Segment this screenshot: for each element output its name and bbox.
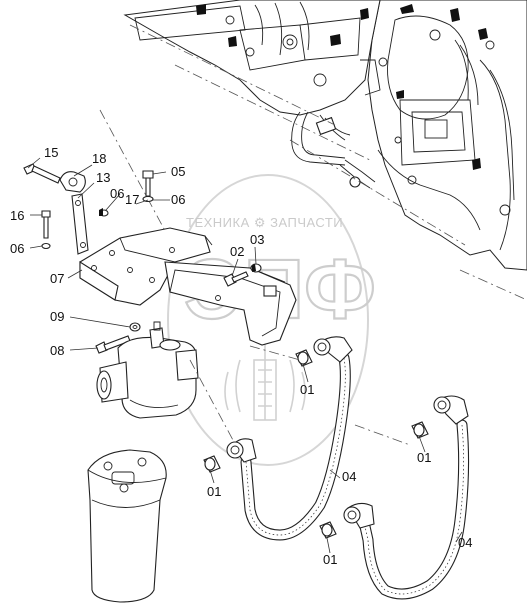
- bolt-08: [95, 335, 131, 354]
- adapter-01-d: [319, 521, 337, 539]
- callout-06-b: 06: [171, 192, 185, 207]
- nut-06-upper: [99, 208, 109, 217]
- bracket-assembly: [23, 163, 297, 354]
- filter-assembly: [87, 321, 199, 603]
- callout-09: 09: [50, 309, 64, 324]
- callout-01-d: 01: [323, 552, 337, 567]
- washer-09: [129, 322, 141, 332]
- callout-15: 15: [44, 145, 58, 160]
- nut-03: [250, 263, 262, 273]
- hose-04-right: [343, 395, 470, 600]
- bolt-05: [142, 170, 154, 197]
- callout-02: 02: [230, 244, 244, 259]
- callout-18: 18: [92, 151, 106, 166]
- watermark-brand-text: ТЕХНИКА ⚙ ЗАПЧАСТИ: [186, 215, 343, 230]
- callout-01-a: 01: [300, 382, 314, 397]
- adapter-01-b: [203, 455, 221, 473]
- adapter-01-c: [411, 421, 429, 439]
- bolt-02: [223, 271, 249, 287]
- washer-06-left: [41, 242, 51, 250]
- callout-06-a: 06: [110, 186, 124, 201]
- watermark-wheat-icon: [224, 340, 306, 421]
- bracket-plate-07: [79, 227, 213, 306]
- callout-labels: 15 18 13 05 06 17 06 16 06 07 02 03 09 0…: [10, 145, 472, 567]
- engine-assembly: [99, 0, 527, 301]
- callout-01-b: 01: [207, 484, 221, 499]
- callout-04-b: 04: [458, 535, 472, 550]
- hose-04-left: [226, 336, 353, 541]
- clamp-18: [59, 171, 86, 193]
- bracket-03: [164, 261, 297, 346]
- callout-07: 07: [50, 271, 64, 286]
- bolt-16: [41, 210, 51, 239]
- adapter-01-a: [295, 349, 313, 367]
- bolt-15: [23, 163, 61, 184]
- callout-17: 17: [125, 192, 139, 207]
- strap-13: [71, 193, 89, 255]
- callout-13: 13: [96, 170, 110, 185]
- callout-06-c: 06: [10, 241, 24, 256]
- callout-04-a: 04: [342, 469, 356, 484]
- callout-01-c: 01: [417, 450, 431, 465]
- callout-05: 05: [171, 164, 185, 179]
- callout-16: 16: [10, 208, 24, 223]
- callout-08: 08: [50, 343, 64, 358]
- leader-lines: [27, 157, 463, 554]
- washer-17: [142, 195, 154, 203]
- callout-03: 03: [250, 232, 264, 247]
